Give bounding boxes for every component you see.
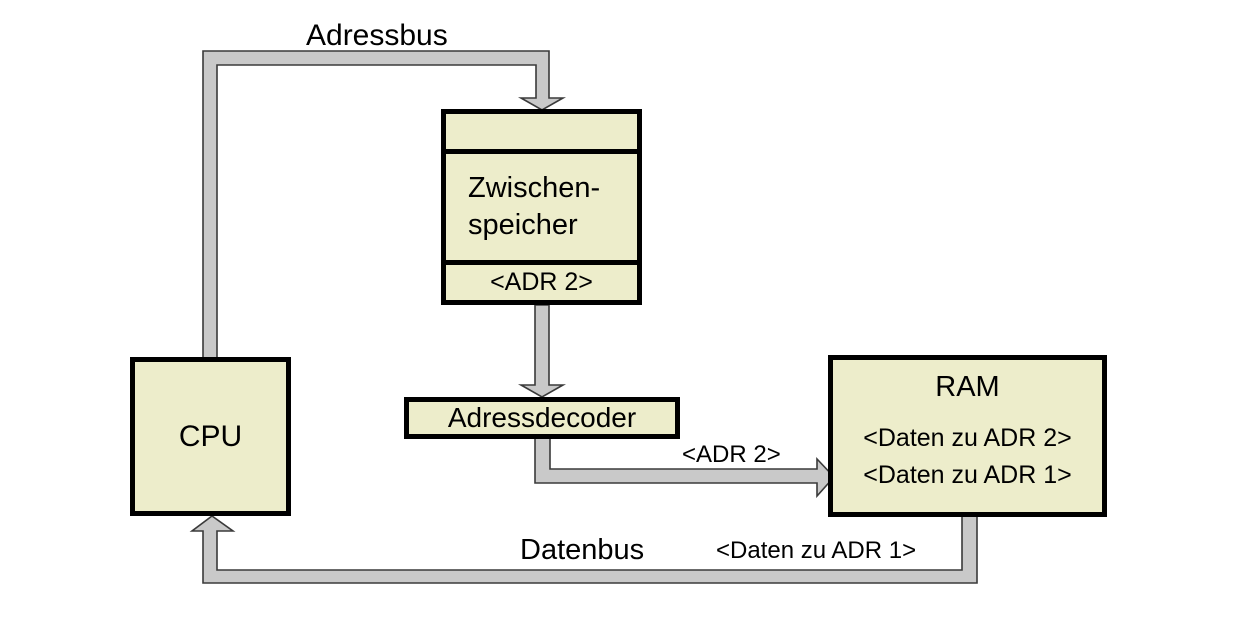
cpu-label: CPU (178, 419, 243, 453)
adressdecoder-box: Adressdecoder (404, 397, 680, 439)
adressdecoder-label: Adressdecoder (447, 402, 637, 433)
zwischenspeicher-empty-slot (446, 114, 637, 149)
adressdecoder-to-ram-arrow (534, 437, 836, 499)
ram-contents: <Daten zu ADR 2> <Daten zu ADR 1> (833, 420, 1102, 494)
zwischenspeicher-name-line2: speicher (468, 209, 578, 241)
cpu-box: CPU (130, 357, 291, 516)
zwischenspeicher-to-adressdecoder-arrow (517, 304, 567, 398)
adressbus-value-label: <ADR 2> (682, 441, 781, 468)
zwischenspeicher-name: Zwischen- speicher (446, 154, 637, 260)
zwischenspeicher-divider-top (446, 149, 637, 154)
ram-title: RAM (935, 371, 1000, 403)
adressbus-label: Adressbus (306, 19, 448, 52)
ram-box: RAM <Daten zu ADR 2> <Daten zu ADR 1> (828, 355, 1107, 517)
zwischenspeicher-box: Zwischen- speicher <ADR 2> (441, 109, 642, 305)
adressbus-line (202, 50, 567, 359)
zwischenspeicher-register-value: <ADR 2> (490, 268, 593, 296)
datenbus-value-label: <Daten zu ADR 1> (716, 537, 917, 564)
datenbus-line (189, 512, 978, 584)
ram-row-adr1: <Daten zu ADR 1> (863, 461, 1072, 489)
ram-row-adr2: <Daten zu ADR 2> (863, 424, 1072, 452)
datenbus-label: Datenbus (520, 534, 645, 566)
zwischenspeicher-register-slot: <ADR 2> (446, 265, 637, 300)
zwischenspeicher-divider-bottom (446, 260, 637, 265)
zwischenspeicher-name-line1: Zwischen- (468, 172, 601, 204)
